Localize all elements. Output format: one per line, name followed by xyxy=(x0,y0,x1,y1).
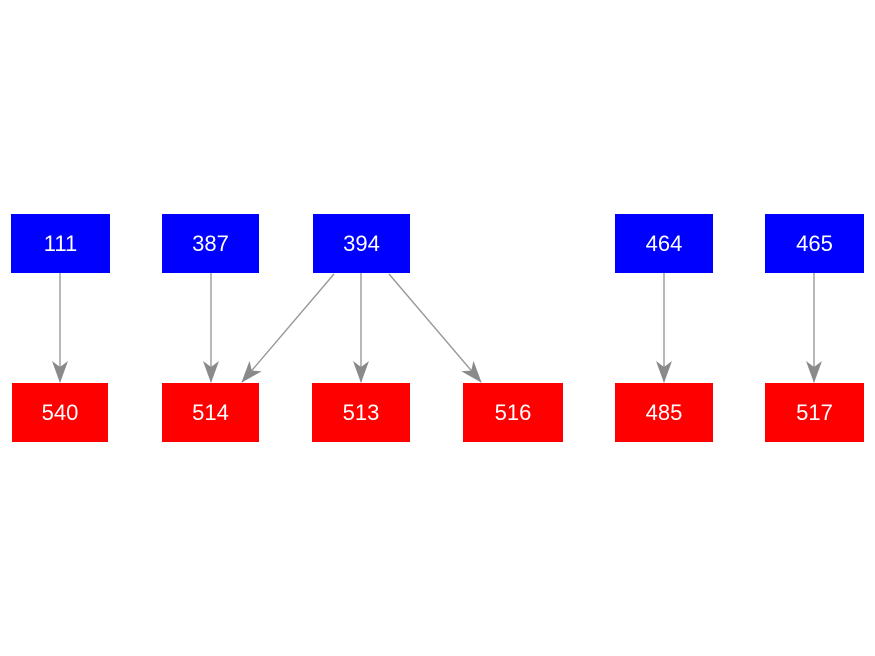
edge-394-to-516 xyxy=(388,273,482,383)
node-111: 111 xyxy=(11,214,110,273)
edge-394-to-514 xyxy=(241,273,335,383)
node-464: 464 xyxy=(615,214,713,273)
node-513: 513 xyxy=(312,383,410,442)
node-516: 516 xyxy=(463,383,563,442)
node-394: 394 xyxy=(313,214,410,273)
node-517: 517 xyxy=(765,383,864,442)
node-387: 387 xyxy=(162,214,259,273)
node-540: 540 xyxy=(12,383,108,442)
node-465: 465 xyxy=(765,214,864,273)
node-514: 514 xyxy=(162,383,259,442)
node-485: 485 xyxy=(615,383,713,442)
